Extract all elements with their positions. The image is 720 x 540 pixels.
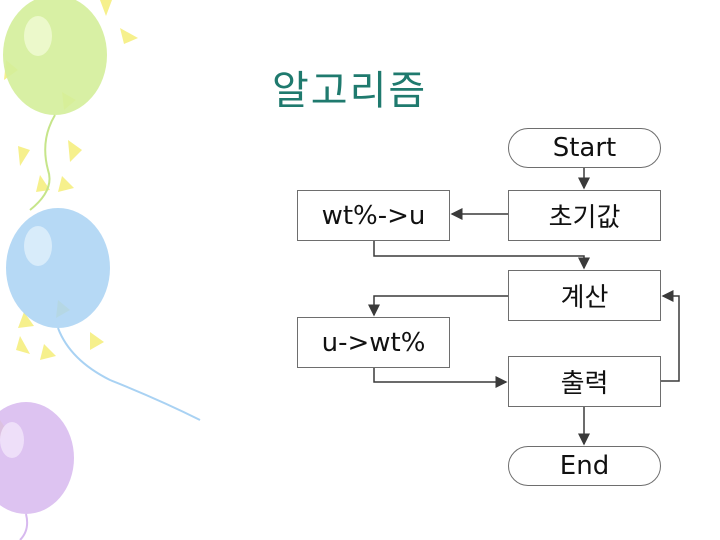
start-label: Start <box>553 133 617 163</box>
edge-out-loop-calc <box>661 296 679 381</box>
wt-to-u-label: wt%->u <box>322 201 426 231</box>
edge-uwt-to-out <box>374 368 506 382</box>
edge-calc-to-uwt <box>374 296 508 315</box>
output-label: 출력 <box>561 363 609 400</box>
wt-to-u-node: wt%->u <box>297 190 450 241</box>
edge-wtu-to-calc <box>374 241 584 268</box>
end-label: End <box>560 451 609 481</box>
calc-node: 계산 <box>508 270 661 321</box>
u-to-wt-label: u->wt% <box>322 328 426 358</box>
start-node: Start <box>508 128 661 168</box>
output-node: 출력 <box>508 356 661 407</box>
u-to-wt-node: u->wt% <box>297 317 450 368</box>
end-node: End <box>508 446 661 486</box>
init-label: 초기값 <box>549 197 621 234</box>
calc-label: 계산 <box>561 277 609 314</box>
init-node: 초기값 <box>508 190 661 241</box>
